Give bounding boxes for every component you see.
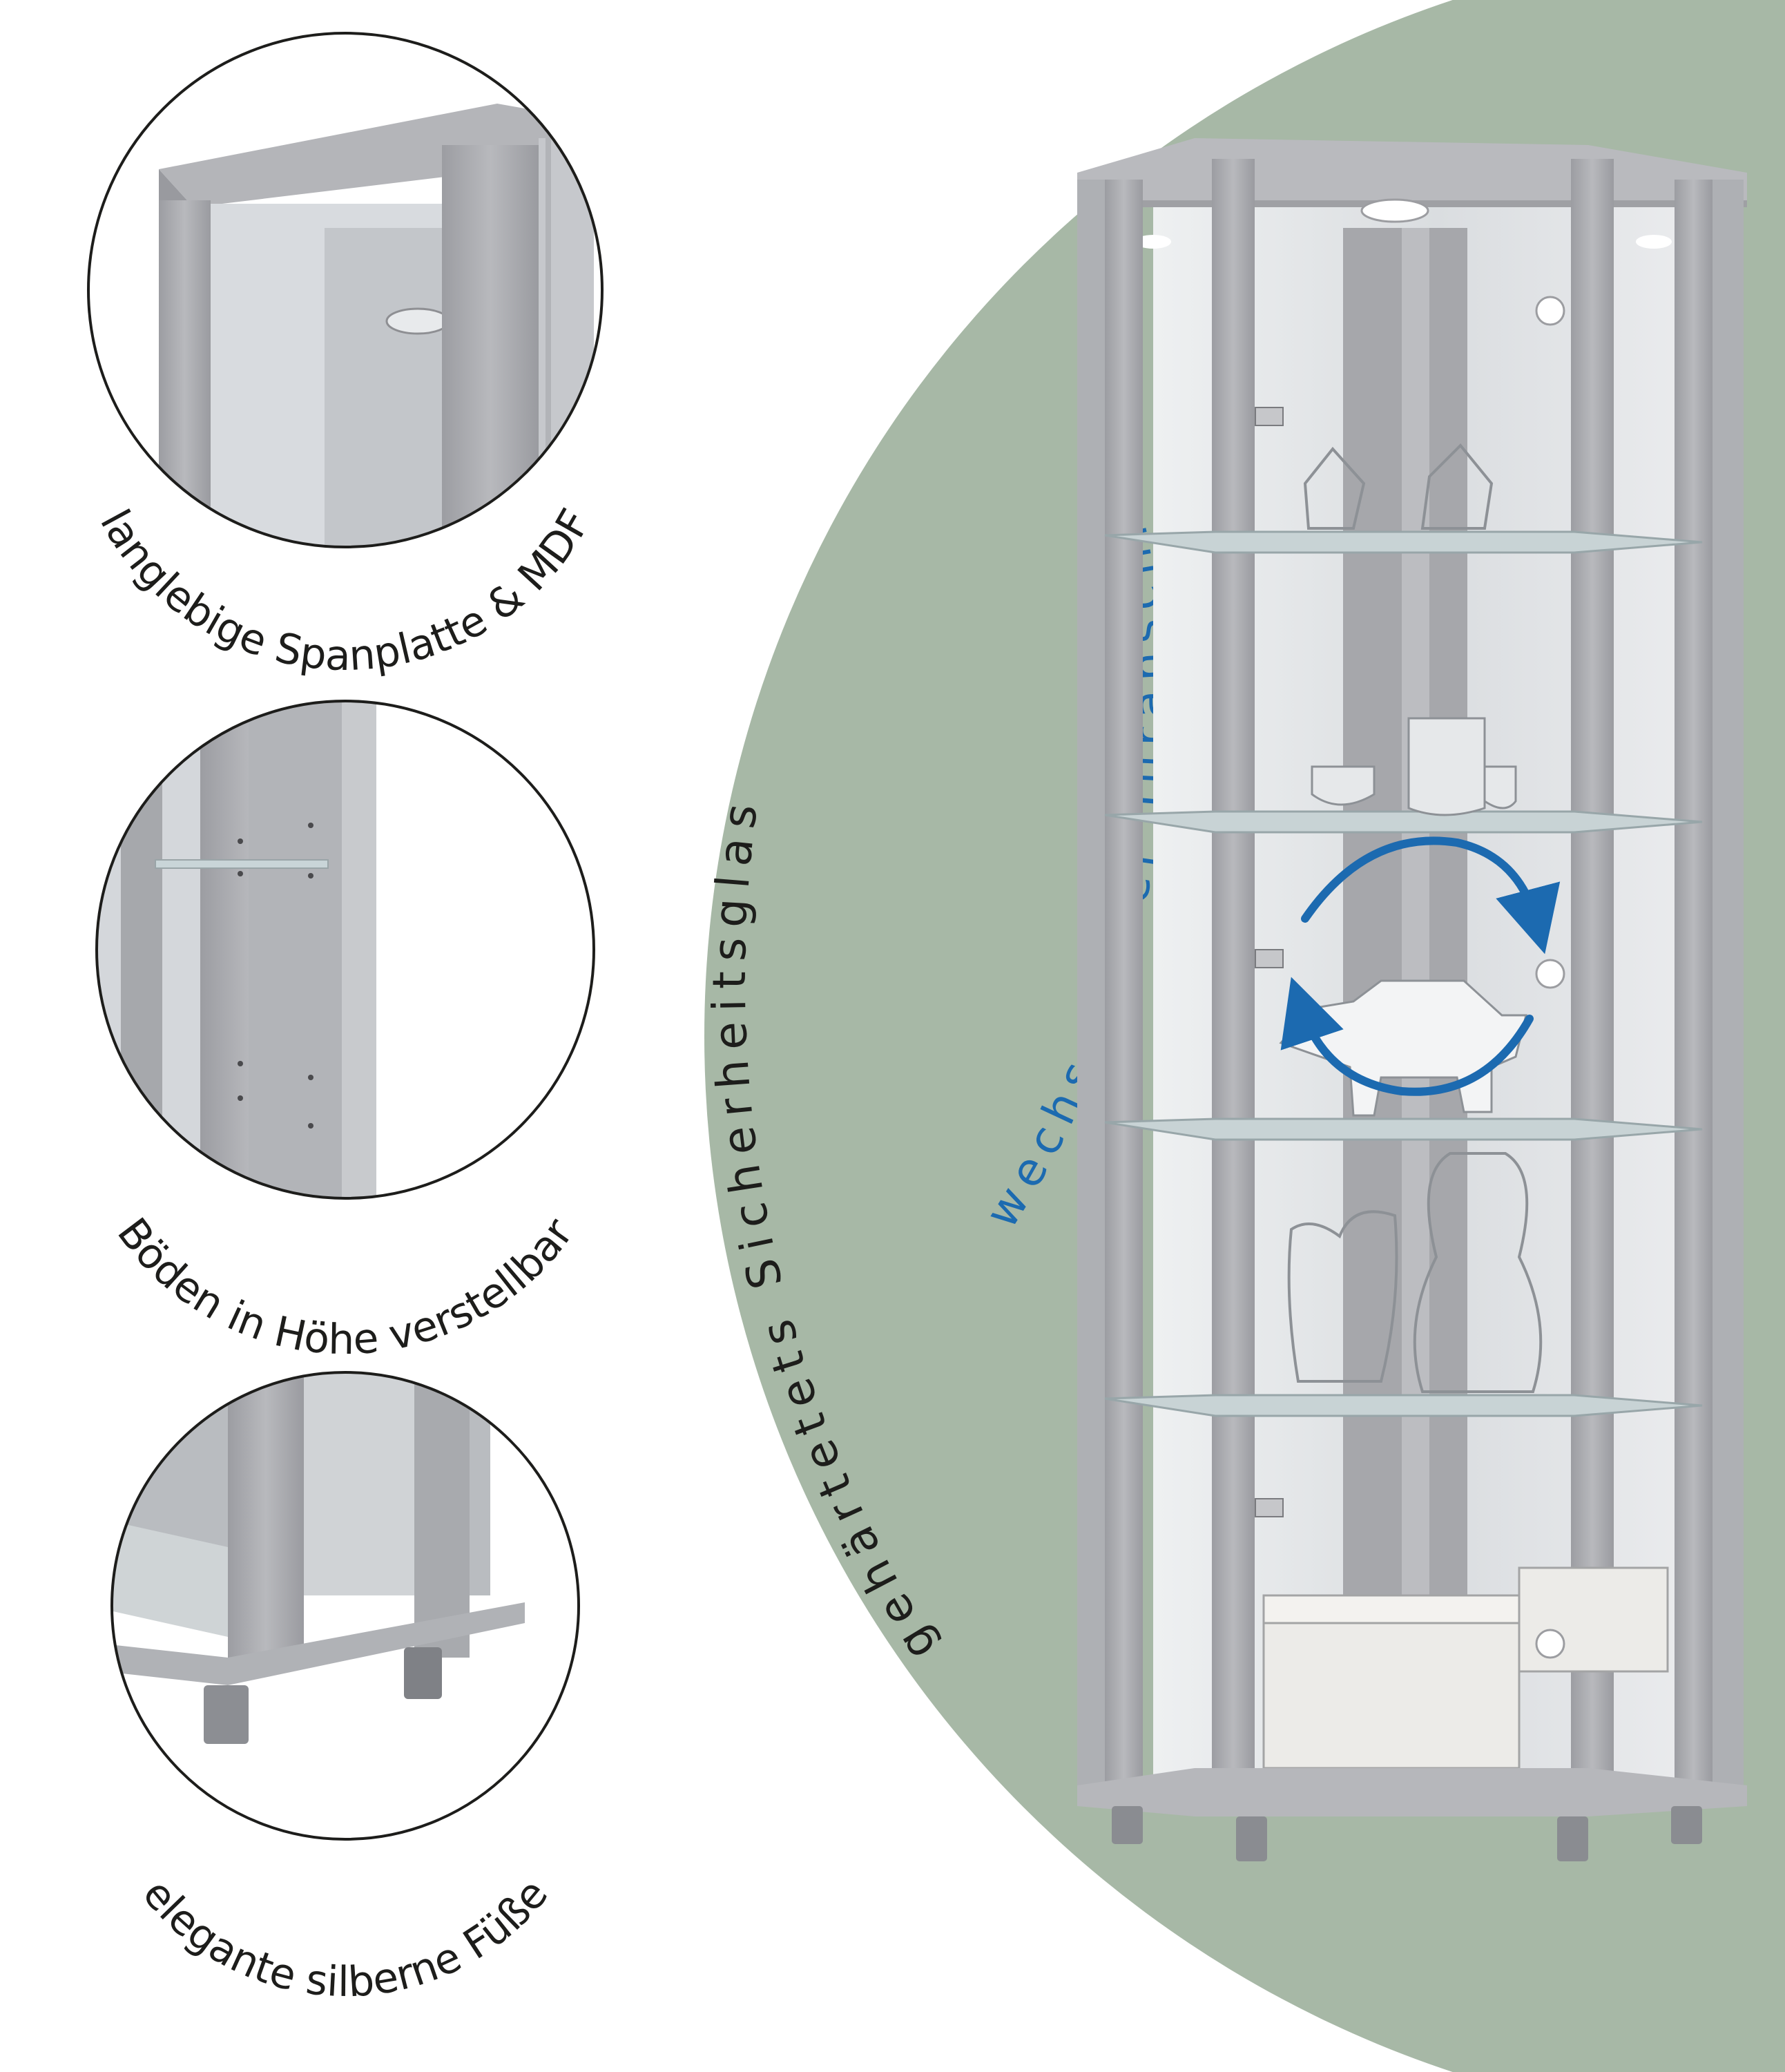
closeup-frame-3 <box>110 1371 580 1841</box>
decor-vases <box>1287 1152 1543 1393</box>
feature-label-2: Böden in Höhe verstellbar <box>108 1209 583 1364</box>
corner-display-cabinet <box>1077 138 1747 1861</box>
ceiling-light <box>1360 198 1429 223</box>
glass-shelves <box>1104 530 1703 1417</box>
cabinet-base <box>1077 1768 1747 1816</box>
decor-glasses <box>1303 443 1494 530</box>
closeup-frame-2 <box>95 700 595 1200</box>
feature-closeup-shelves <box>95 700 595 1200</box>
swap-arrows-icon <box>1280 836 1561 1096</box>
feature-closeup-top <box>87 32 604 548</box>
door-knobs <box>1535 296 1565 1659</box>
cabinet-feet <box>1112 1806 1702 1861</box>
closeup-frame-1 <box>87 32 604 548</box>
feature-closeup-feet <box>110 1371 580 1841</box>
feature-label-3: elegante silberne Füße <box>133 1870 558 2007</box>
decor-bowls <box>1311 717 1517 816</box>
door-hinges <box>1255 407 1284 1517</box>
